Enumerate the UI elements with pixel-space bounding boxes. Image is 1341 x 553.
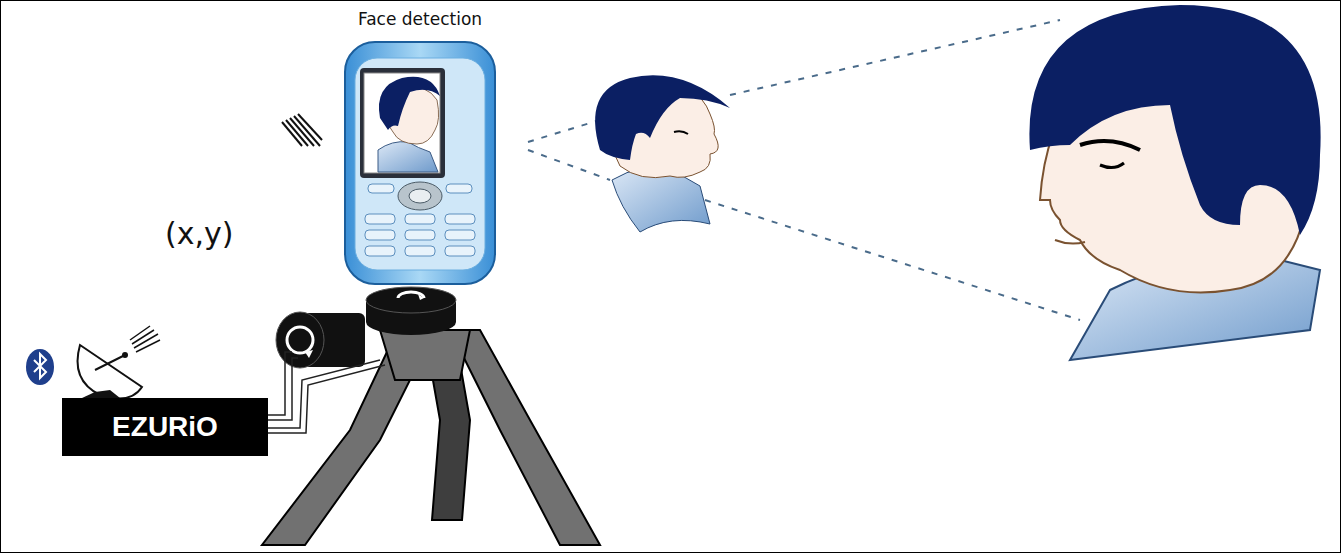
wires xyxy=(268,352,385,433)
large-head xyxy=(1029,5,1320,360)
node-heading: Face detection xyxy=(358,10,482,29)
bluetooth-icon xyxy=(26,349,54,385)
small-head xyxy=(595,75,730,232)
coordinate-label: (x,y) xyxy=(165,216,233,251)
mobile-phone xyxy=(345,42,495,284)
node-text: EZURiO xyxy=(112,412,218,443)
satellite-dish xyxy=(78,326,161,399)
signal-marks xyxy=(282,114,322,146)
tilt-motor xyxy=(276,312,365,368)
pan-motor xyxy=(366,287,456,335)
ezurio-box: EZURiO xyxy=(62,398,268,456)
view-lines xyxy=(528,20,1080,320)
phone-node: Face detection xyxy=(345,10,495,284)
